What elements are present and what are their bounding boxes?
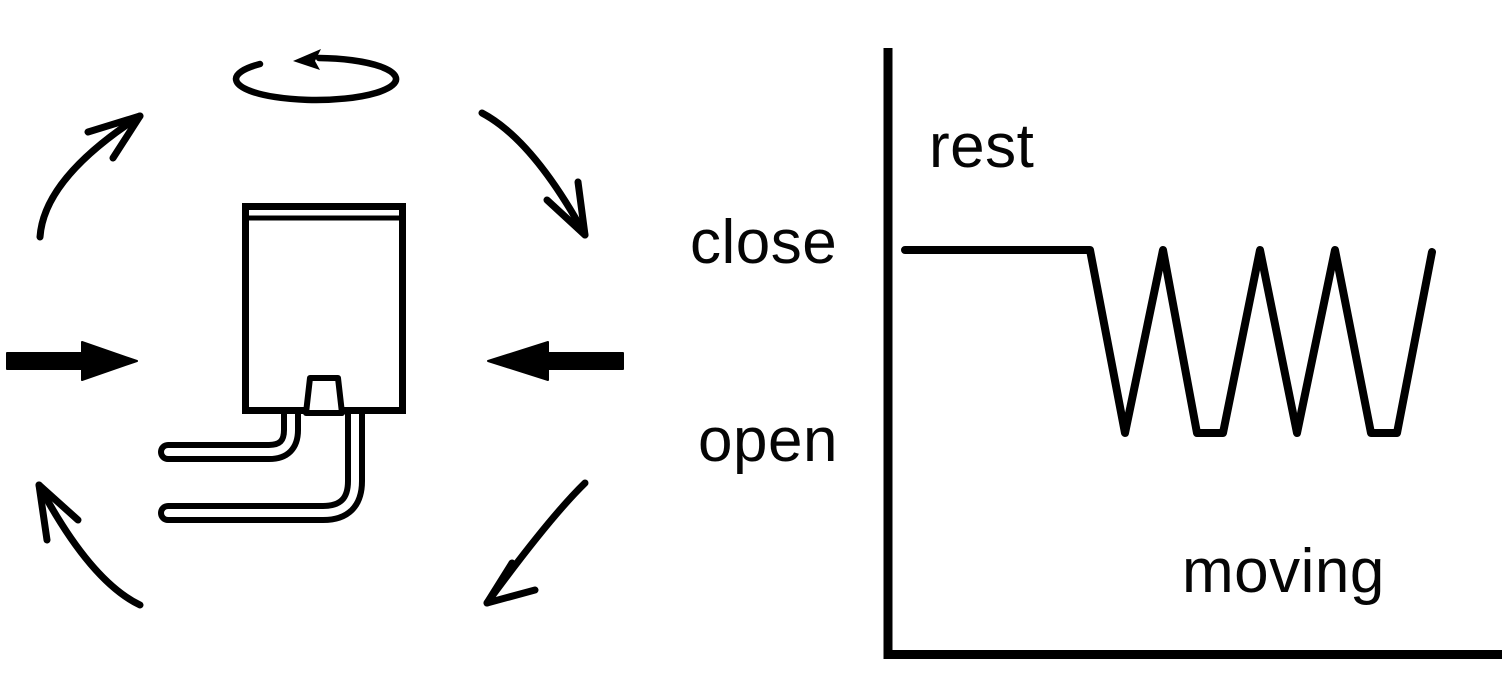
push-arrow-right-icon: [487, 341, 624, 381]
tilt-arrow-bottom-right-icon: [483, 479, 589, 607]
tilt-arrow-top-left-icon: [36, 112, 144, 241]
rotation-arrowhead-icon: [293, 49, 321, 70]
rest-label: rest: [929, 112, 1035, 181]
sensor-tab: [303, 375, 345, 416]
tilt-arrow-top-right-icon: [478, 109, 589, 239]
open-label: open: [698, 406, 838, 475]
close-label: close: [690, 208, 838, 277]
moving-label: moving: [1182, 537, 1385, 606]
state-graph: [883, 48, 1502, 659]
sensor-leads: [158, 394, 365, 523]
sensor-motion-figure: [6, 49, 624, 609]
signal-trace: [901, 246, 1436, 437]
rotation-arrow-icon: [232, 49, 400, 104]
tilt-arrow-bottom-left-icon: [35, 481, 144, 609]
push-arrow-left-icon: [6, 341, 138, 381]
